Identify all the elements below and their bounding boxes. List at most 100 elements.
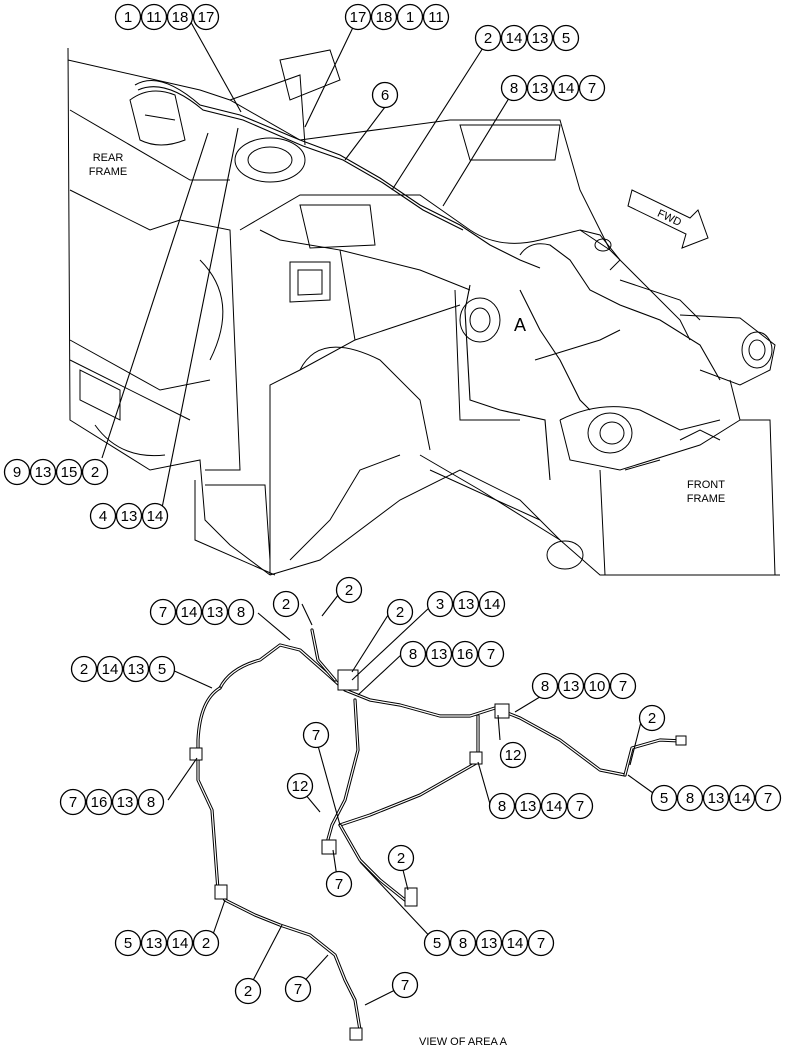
callout-circle <box>387 844 415 872</box>
callout-circle <box>425 640 453 668</box>
callout-circle <box>527 929 555 957</box>
callout-number: 16 <box>91 794 108 811</box>
callout-number: 13 <box>563 678 580 695</box>
callout-circle <box>227 598 255 626</box>
callout-circle <box>344 3 372 31</box>
callout-number: 13 <box>532 30 549 47</box>
callout-circle <box>500 24 528 52</box>
callout-number: 2 <box>244 983 252 1000</box>
callout-circle <box>141 502 169 530</box>
callout-circle <box>423 929 451 957</box>
callout-number: 8 <box>498 798 506 815</box>
callout-number: 7 <box>335 876 343 893</box>
callout-number: 14 <box>558 80 575 97</box>
callout-number: 13 <box>532 80 549 97</box>
svg-text:FRONT: FRONT <box>687 479 725 491</box>
callout-circle <box>149 598 177 626</box>
callout-number: 8 <box>237 604 245 621</box>
callout-circle <box>114 3 142 31</box>
callout-number: 7 <box>537 935 545 952</box>
callout-circle <box>3 458 31 486</box>
callout-number: 7 <box>588 80 596 97</box>
callout-circle <box>477 640 505 668</box>
callout-circle <box>166 929 194 957</box>
callout-circle <box>286 772 314 800</box>
callout-circle <box>386 598 414 626</box>
callout-number: 10 <box>589 678 606 695</box>
callout-circle <box>201 598 229 626</box>
callout-number: 6 <box>381 87 389 104</box>
callout-number: 14 <box>102 661 119 678</box>
callout-number: 7 <box>619 678 627 695</box>
callout-circle <box>81 458 109 486</box>
callout-number: 14 <box>172 935 189 952</box>
callout-number: 2 <box>80 661 88 678</box>
callout-d4: 2 <box>386 598 414 626</box>
callout-c5: 8 13 14 7 <box>500 74 606 102</box>
callout-number: 5 <box>124 935 132 952</box>
callout-number: 13 <box>708 790 725 807</box>
callout-number: 18 <box>376 9 393 26</box>
callout-number: 8 <box>541 678 549 695</box>
callout-circle <box>175 598 203 626</box>
callout-number: 2 <box>484 30 492 47</box>
callout-number: 2 <box>202 935 210 952</box>
callout-circle <box>526 74 554 102</box>
callout-number: 7 <box>159 604 167 621</box>
view-caption: VIEW OF AREA A <box>419 1036 508 1048</box>
callout-number: 2 <box>397 850 405 867</box>
callout-circle <box>371 81 399 109</box>
callout-circle <box>676 784 704 812</box>
callout-circle <box>85 788 113 816</box>
callout-number: 7 <box>764 790 772 807</box>
callout-circle <box>449 929 477 957</box>
callout-circle <box>452 590 480 618</box>
callout-number: 15 <box>61 464 78 481</box>
callout-circle <box>302 721 330 749</box>
callout-d9: 2 <box>638 704 666 732</box>
callout-circle <box>638 704 666 732</box>
callout-circle <box>140 3 168 31</box>
callout-number: 13 <box>207 604 224 621</box>
callout-number: 8 <box>510 80 518 97</box>
callout-circle <box>526 24 554 52</box>
callout-circle <box>583 672 611 700</box>
callout-circle <box>55 458 83 486</box>
callout-number: 13 <box>481 935 498 952</box>
callout-circle <box>391 971 419 999</box>
callout-number: 13 <box>121 508 138 525</box>
callout-number: 2 <box>345 582 353 599</box>
callout-number: 13 <box>431 646 448 663</box>
svg-text:REAR: REAR <box>93 152 124 164</box>
callout-circle <box>728 784 756 812</box>
callout-circle <box>451 640 479 668</box>
callout-number: 13 <box>458 596 475 613</box>
callout-circle <box>552 74 580 102</box>
callout-number: 18 <box>172 9 189 26</box>
callout-circle <box>122 655 150 683</box>
callout-d20: 2 <box>234 977 262 1005</box>
callout-circle <box>514 792 542 820</box>
callout-d16: 7 <box>325 870 353 898</box>
callout-d3: 2 <box>272 590 300 618</box>
callout-circle <box>552 24 580 52</box>
callout-number: 11 <box>146 9 162 26</box>
callout-circle <box>115 502 143 530</box>
callout-circle <box>166 3 194 31</box>
callout-circle <box>140 929 168 957</box>
callout-number: 17 <box>350 9 367 26</box>
area-marker: A <box>514 315 526 335</box>
callout-circle <box>89 502 117 530</box>
